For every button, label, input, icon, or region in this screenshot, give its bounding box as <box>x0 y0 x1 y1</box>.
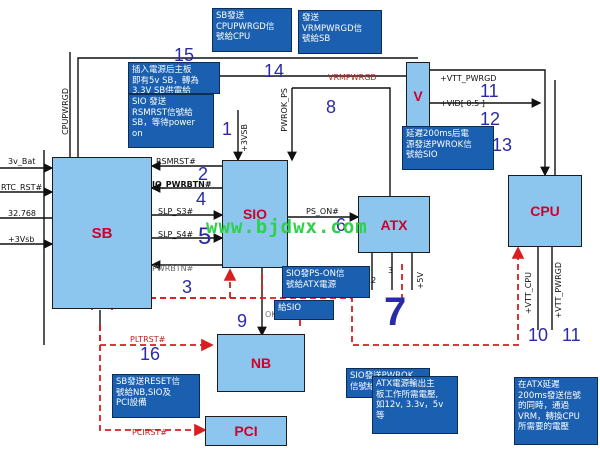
label-atx-12: 12 <box>366 276 377 285</box>
sb-label: SB <box>91 224 113 242</box>
label-3vsb-sio: +3VSB <box>240 124 249 152</box>
label-pwrok-ps: PWROK_PS <box>280 88 289 132</box>
step-11-bottom: 11 <box>562 325 581 345</box>
watermark-text: www.bjdwx.com <box>206 216 368 238</box>
note-atx-delay-vrm: 在ATX延遲 200ms發送信號 的同時，通過 VRM，轉換CPU 所需要的電壓 <box>514 377 598 445</box>
nb-label: NB <box>250 355 272 371</box>
step-6: 6 <box>336 215 347 235</box>
label-vtt-pwrgd-top: +VTT_PWRGD <box>440 74 497 83</box>
step-13: 13 <box>492 135 513 155</box>
atx-label: ATX <box>380 216 408 233</box>
label-ok: OK <box>265 310 277 319</box>
vr-label-v: V <box>413 87 423 104</box>
note-vrmpwrgd-sb: 發送 VRMPWRGD信 號給SB <box>298 10 382 54</box>
label-3v-bat: 3v_Bat <box>8 157 36 166</box>
note-insert-power: 插入電源后主板 即有5v SB，轉為 3.3V SB供電給 <box>128 62 220 94</box>
note-sb-reset: SB發送RESET信 號給NB,SIO及 PCI設備 <box>112 374 200 418</box>
label-slp-s3: SLP_S3# <box>158 207 194 216</box>
label-pcirst: PCIRST# <box>132 428 167 437</box>
step-2: 2 <box>198 164 209 184</box>
pci-label: PCI <box>234 423 258 439</box>
label-pwrbtn: PWRBTN# <box>152 264 194 273</box>
label-slp-s4: SLP_S4# <box>158 230 194 239</box>
step-7: 7 <box>384 290 407 334</box>
step-16: 16 <box>140 344 161 364</box>
label-vtt-cpu: +VTT_CPU <box>524 272 533 315</box>
step-14: 14 <box>264 61 285 81</box>
step-1: 1 <box>222 119 233 139</box>
note-sb-cpupwrgd: SB發送 CPUPWRGD信 號給CPU <box>212 8 292 52</box>
note-sio-rsmrst: SIO 發送 RSMRST信號給 SB，等待power on <box>128 94 214 148</box>
label-io-pwrbtn: IO_PWRBTN# <box>152 180 212 189</box>
label-cpupwrgd: CPUPWRGD <box>61 88 70 135</box>
label-32768: 32.768 <box>8 209 36 218</box>
step-15: 15 <box>174 45 195 65</box>
nb-block: NB <box>217 334 305 392</box>
step-4: 4 <box>196 189 207 209</box>
step-10: 10 <box>528 325 549 345</box>
sio-label: SIO <box>242 206 268 222</box>
note-delay-pwrok: 延遲200ms后電 源發送PWROK信 號給SIO <box>402 126 494 170</box>
label-rtc-rst: RTC_RST# <box>1 183 43 192</box>
step-8: 8 <box>326 97 337 117</box>
step-9: 9 <box>237 311 248 331</box>
cpu-block: CPU <box>508 175 582 247</box>
label-rsmrst: RSMRST# <box>156 157 196 166</box>
note-atx-power: ATX電源輸出主 板工作所需電壓, 如12v, 3.3v，5v 等 <box>372 376 458 434</box>
label-vid: +VID[ 0:5 ] <box>440 99 485 108</box>
label-atx-3: 3 <box>388 266 394 275</box>
label-vtt-pwrgd-bot: +VTT_PWRGD <box>554 262 563 319</box>
step-3: 3 <box>182 277 193 297</box>
step-11-top: 11 <box>480 81 499 101</box>
atx-block: ATX <box>358 196 430 253</box>
label-3vsb-left: +3Vsb <box>8 235 35 244</box>
label-ps-on: PS_ON# <box>306 207 339 216</box>
label-atx-5v: +5V <box>416 272 425 290</box>
cpu-label: CPU <box>530 203 560 219</box>
label-vrmpwrgd: VRMPWRGD <box>328 73 377 82</box>
note-sio-ps-on: SIO發PS-ON信 號給ATX電源 <box>282 266 370 298</box>
pci-block: PCI <box>205 416 287 446</box>
step-12: 12 <box>480 109 501 129</box>
sb-block: SB <box>52 157 152 309</box>
step-5: 5 <box>198 223 212 250</box>
label-pltrst: PLTRST# <box>130 335 166 344</box>
sio-block: SIO <box>222 160 288 268</box>
note-to-sio: 給SIO <box>274 300 334 320</box>
